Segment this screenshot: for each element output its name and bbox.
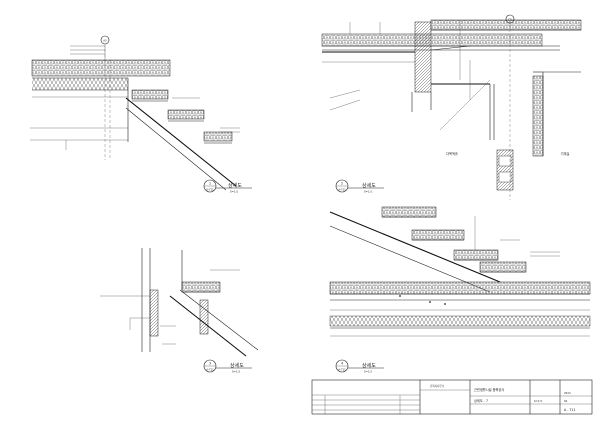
grid-marker-detail-1: A3: [103, 39, 107, 43]
detail-1-callout: [203, 179, 252, 193]
detail-1-number: 1: [209, 182, 211, 186]
title-block-drawing-title: 상세도 - 7: [474, 398, 488, 403]
detail-4-drawing: [329, 206, 591, 337]
room-label-left: 다목적홀: [446, 151, 458, 156]
detail-3-callout: [203, 359, 252, 373]
title-block-project: 근린생활시설 증축공사: [474, 387, 504, 392]
title-block-year: 2013: [564, 391, 571, 395]
detail-3-title: 상세도: [230, 362, 244, 369]
detail-1-title: 상세도: [228, 182, 242, 189]
detail-3-scale: S=1:5: [232, 370, 240, 374]
detail-1-scale: S=1:5: [230, 190, 238, 194]
grid-marker-detail-2: C5: [508, 18, 512, 22]
detail-4-title: 상세도: [362, 362, 376, 369]
detail-4-ref: A-711: [338, 368, 346, 372]
detail-2-drawing: [321, 14, 582, 200]
title-block-office: 건축사사무소: [430, 384, 445, 388]
detail-2-title: 상세도: [362, 182, 376, 189]
detail-4-scale: S=1:5: [364, 370, 372, 374]
detail-4-callout: [335, 359, 384, 373]
detail-1-drawing: [30, 35, 240, 191]
detail-2-scale: S=1:5: [364, 190, 372, 194]
room-label-right: 기계실: [561, 151, 570, 156]
detail-1-ref: A-711: [206, 188, 214, 192]
detail-4-number: 4: [341, 362, 343, 366]
title-block-month: 04: [564, 399, 568, 403]
detail-3-ref: A-711: [206, 368, 214, 372]
title-block-sheet-no: A - 711: [564, 408, 575, 412]
title-block-scale: S=1:5: [534, 399, 542, 403]
detail-3-number: 3: [209, 362, 211, 366]
detail-2-ref: A-711: [338, 188, 346, 192]
title-block: [311, 379, 593, 415]
detail-2-callout: [335, 179, 384, 193]
detail-3-drawing: [100, 248, 259, 357]
detail-2-number: 2: [341, 182, 343, 186]
